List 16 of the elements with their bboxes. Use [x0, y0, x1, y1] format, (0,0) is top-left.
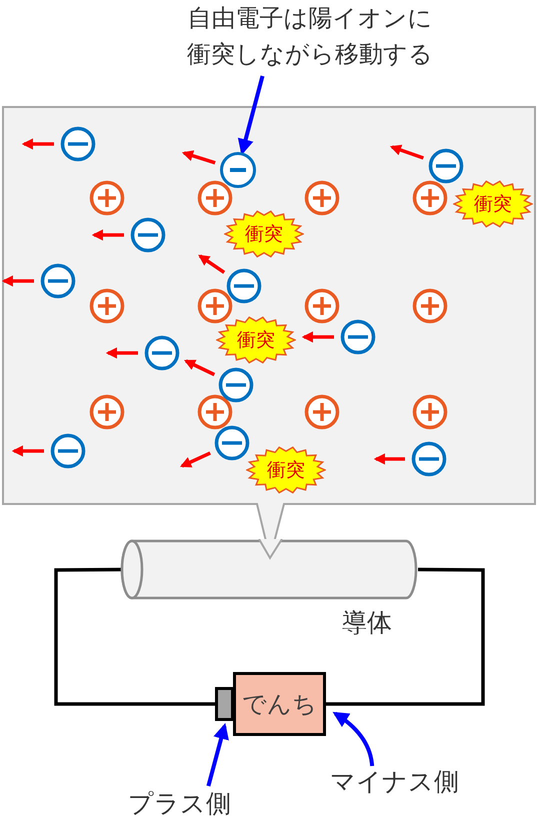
circuit-wire — [326, 568, 485, 706]
callout-arrow — [238, 75, 264, 156]
conductor-cylinder — [120, 539, 418, 600]
battery: でんち — [233, 672, 326, 736]
collision-label: 衝突 — [473, 192, 513, 217]
circuit-wire — [54, 568, 215, 706]
leader-arrow — [206, 723, 229, 787]
callout-text: 自由電子は陽イオンに衝突しながら移動する — [185, 0, 435, 76]
collision-label: 衝突 — [236, 328, 276, 353]
collision-label: 衝突 — [266, 458, 306, 483]
part-label: 導体 — [342, 607, 392, 639]
battery-terminal — [215, 687, 234, 721]
leader-arrow — [332, 712, 374, 766]
terminal-label: マイナス側 — [330, 764, 492, 804]
terminal-label: プラス側 — [128, 786, 262, 826]
collision-label: 衝突 — [244, 222, 284, 247]
